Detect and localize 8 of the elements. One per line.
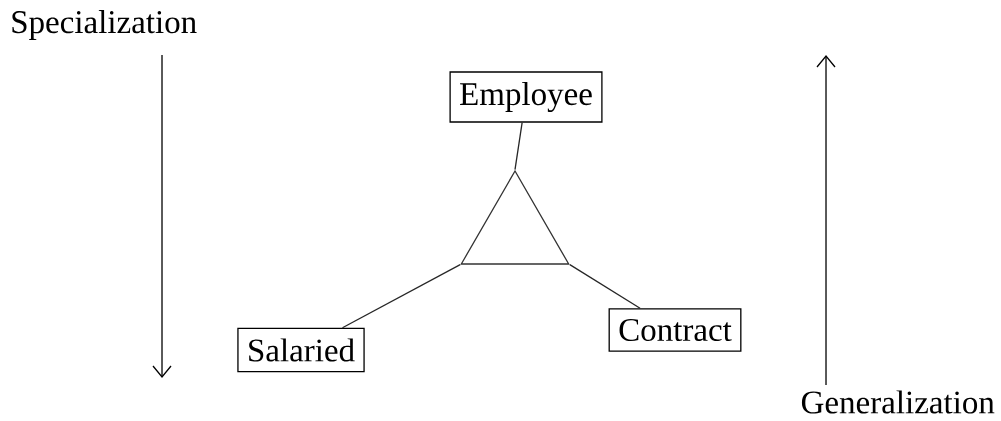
- connector-line: [514, 122, 523, 171]
- entity-box: Salaried: [237, 327, 365, 373]
- connector-line: [341, 264, 461, 329]
- direction-label: Specialization: [12, 10, 197, 40]
- entity-box: Contract: [608, 308, 742, 352]
- entity-box: Employee: [449, 71, 603, 123]
- direction-label: Generalization: [801, 390, 995, 414]
- connector-line: [569, 264, 641, 309]
